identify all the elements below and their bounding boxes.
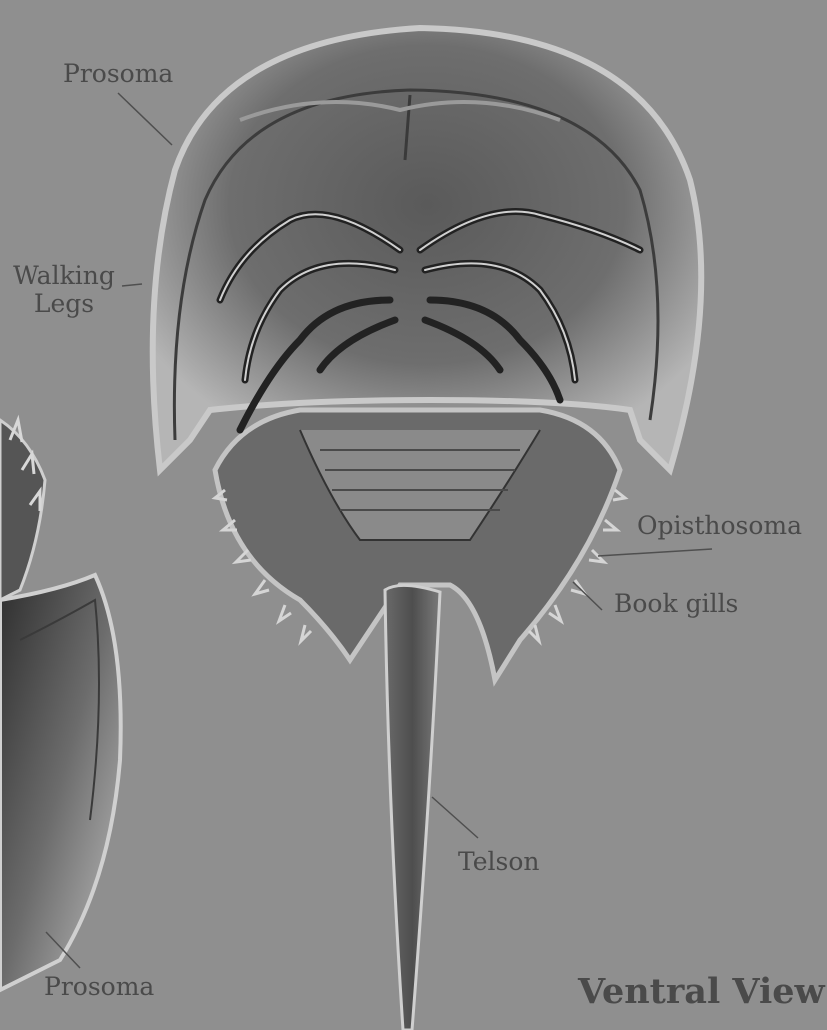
side-view-crab [0, 420, 121, 990]
telson-tail [385, 585, 440, 1030]
leader-line-book-gills [573, 582, 602, 610]
label-opisthosoma: Opisthosoma [637, 512, 802, 540]
label-prosoma-top: Prosoma [63, 60, 173, 88]
label-walking-legs: Walking Legs [8, 262, 120, 317]
label-walking-legs-line1: Walking [8, 262, 120, 290]
leader-line-prosoma-top [118, 93, 172, 145]
label-walking-legs-line2: Legs [8, 290, 120, 318]
leader-line-opisthosoma [598, 549, 712, 556]
label-telson: Telson [458, 848, 540, 876]
leader-line-telson [432, 797, 478, 838]
label-prosoma-bottom: Prosoma [44, 973, 154, 1001]
leader-line-walking-legs [122, 284, 142, 286]
label-book-gills: Book gills [614, 590, 738, 618]
view-title: Ventral View [578, 971, 825, 1012]
